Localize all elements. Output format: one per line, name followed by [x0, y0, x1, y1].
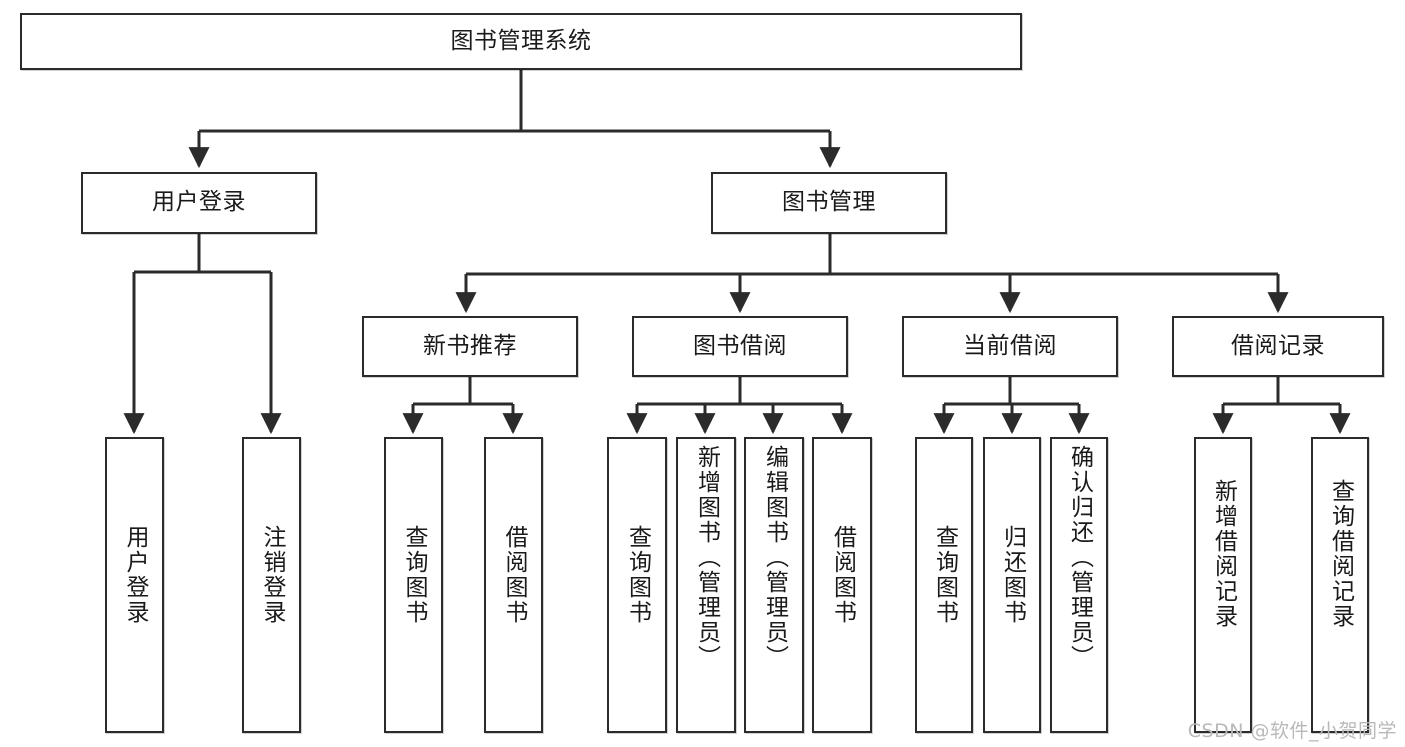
node-label: 新增图书（管理员）: [693, 445, 720, 670]
leaf-borrow-query-book[interactable]: 查询图书: [607, 437, 667, 733]
node-label: 用户登录: [152, 189, 246, 216]
csdn-watermark: CSDN @软件_小贺同学: [1187, 720, 1397, 742]
node-label: 归还图书: [999, 525, 1026, 625]
node-label: 编辑图书（管理员）: [761, 445, 788, 670]
node-label: 图书借阅: [693, 332, 787, 359]
node-label: 查询图书: [624, 525, 651, 625]
leaf-borrow-add-book-admin[interactable]: 新增图书（管理员）: [676, 437, 736, 733]
node-label: 新增借阅记录: [1210, 479, 1237, 629]
leaf-current-query-book[interactable]: 查询图书: [915, 437, 973, 733]
leaf-newbook-query-book[interactable]: 查询图书: [384, 437, 443, 733]
node-label: 借阅图书: [501, 525, 527, 625]
node-current-borrow[interactable]: 当前借阅: [902, 316, 1118, 377]
node-label: 查询借阅记录: [1327, 479, 1354, 629]
node-label: 图书管理: [782, 189, 876, 216]
node-label: 借阅图书: [829, 525, 856, 625]
leaf-newbook-borrow-book[interactable]: 借阅图书: [484, 437, 543, 733]
node-book-borrow[interactable]: 图书借阅: [632, 316, 848, 377]
leaf-current-confirm-return-admin[interactable]: 确认归还（管理员）: [1050, 437, 1108, 733]
node-label: 借阅记录: [1231, 332, 1325, 359]
node-label: 当前借阅: [963, 332, 1057, 359]
leaf-current-return-book[interactable]: 归还图书: [983, 437, 1041, 733]
node-borrow-record[interactable]: 借阅记录: [1172, 316, 1384, 377]
node-label: 查询图书: [931, 525, 958, 625]
node-book-management[interactable]: 图书管理: [711, 172, 947, 234]
node-new-book-recommend[interactable]: 新书推荐: [362, 316, 578, 377]
node-label: 新书推荐: [423, 332, 517, 359]
node-label: 确认归还（管理员）: [1066, 445, 1093, 670]
node-label: 查询图书: [401, 525, 427, 625]
leaf-record-query-record[interactable]: 查询借阅记录: [1311, 437, 1369, 733]
leaf-user-login-signout[interactable]: 注销登录: [242, 437, 301, 733]
leaf-record-add-record[interactable]: 新增借阅记录: [1194, 437, 1252, 733]
leaf-borrow-borrow-book[interactable]: 借阅图书: [812, 437, 872, 733]
node-label: 图书管理系统: [450, 27, 592, 54]
node-label: 注销登录: [259, 525, 285, 625]
node-user-login[interactable]: 用户登录: [81, 172, 317, 234]
leaf-user-login-signin[interactable]: 用户登录: [105, 437, 164, 733]
node-root-system[interactable]: 图书管理系统: [20, 13, 1022, 70]
node-label: 用户登录: [122, 525, 148, 625]
leaf-borrow-edit-book-admin[interactable]: 编辑图书（管理员）: [744, 437, 804, 733]
